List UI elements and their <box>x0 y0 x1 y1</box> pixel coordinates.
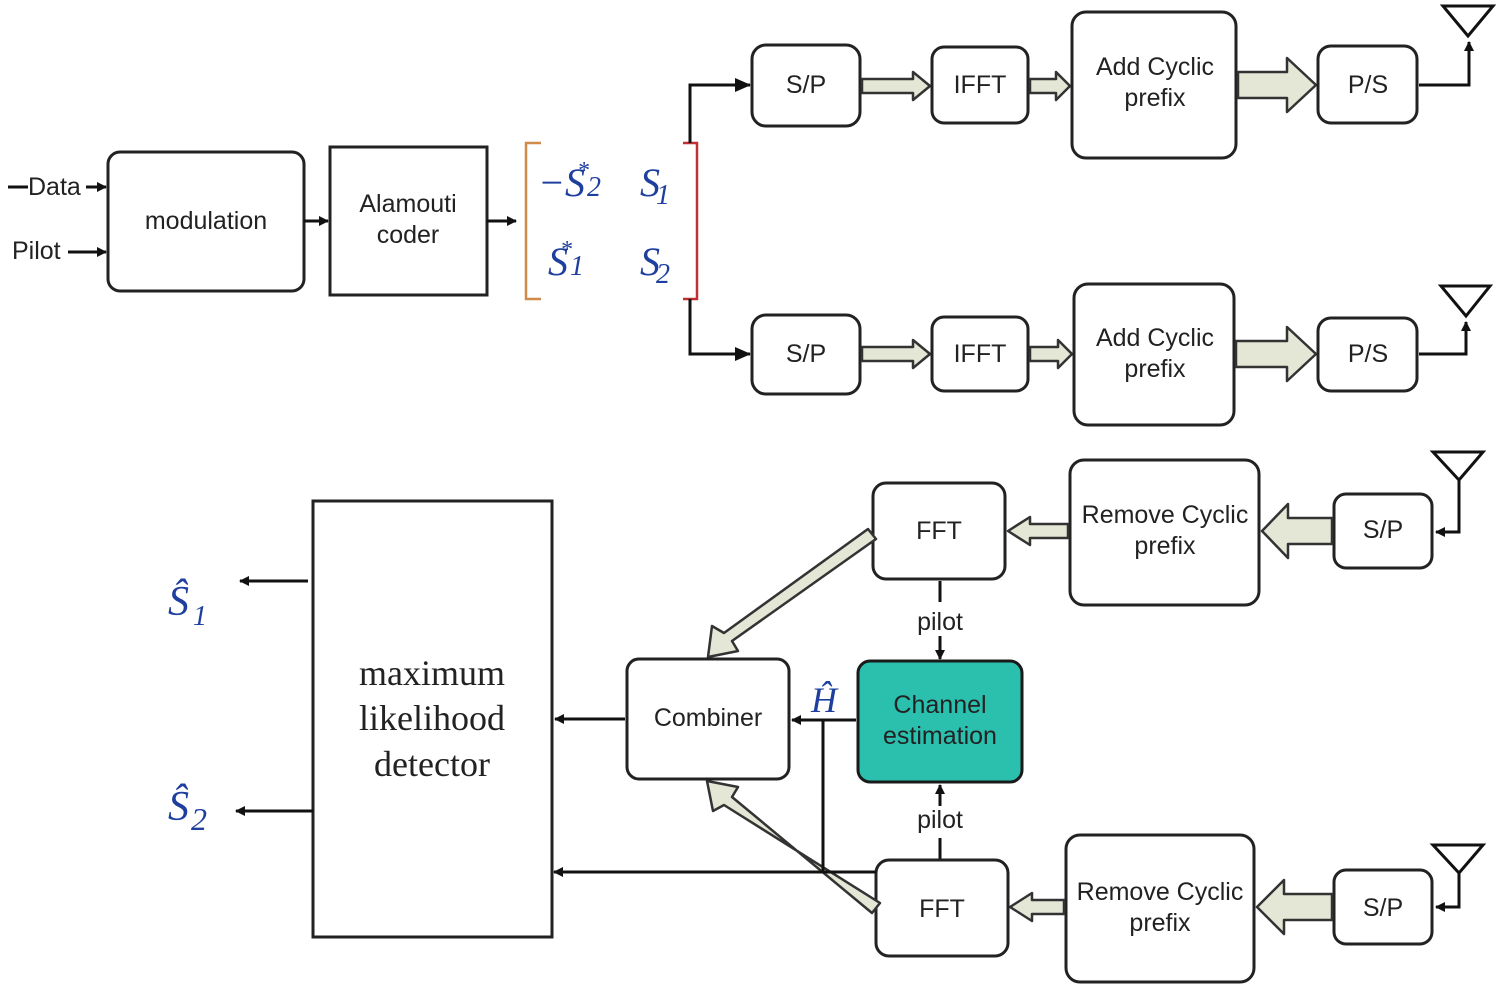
tx2-antenna-icon <box>1437 284 1494 319</box>
rx2-antenna-wire <box>1435 873 1461 912</box>
tx2-sp-block <box>750 313 862 396</box>
tx2-ifft-block <box>930 315 1030 393</box>
tx1-cp-to-ps-arrow <box>1236 56 1318 114</box>
alamouti-label-line2: coder <box>377 221 440 249</box>
matrix-entry-r2c2: S2 <box>640 239 670 290</box>
rx1-fft-label: FFT <box>916 517 962 545</box>
rx2-remove-cp-label-line1: Remove Cyclic <box>1077 878 1244 906</box>
rx1-remove-cp-block <box>1068 458 1261 607</box>
rx1-antenna-icon <box>1429 450 1487 483</box>
matrix-entry-r1c1: −S*2 <box>538 158 601 205</box>
rx1-fft-block <box>871 481 1007 581</box>
rx1-sp-to-cp-arrow <box>1260 502 1334 560</box>
tx2-cp-to-ps-arrow <box>1234 325 1318 383</box>
matrix-left-bracket <box>524 141 541 301</box>
combiner-label: Combiner <box>654 704 762 732</box>
modulation-label: modulation <box>145 207 267 235</box>
tx1-sp-label: S/P <box>786 71 826 99</box>
rx2-sp-block <box>1332 868 1434 946</box>
tx2-add-cp-label-line1: Add Cyclic <box>1096 324 1214 352</box>
ml-detector-label-line2: likelihood <box>359 698 505 738</box>
tx2-sp-to-ifft-arrow <box>860 338 932 370</box>
rx2-fft-to-combiner-arrow <box>705 779 882 915</box>
matrix-entry-r2c1: S*1 <box>548 237 584 284</box>
channel-estimation-block <box>856 659 1024 784</box>
tx1-add-cp-label-line1: Add Cyclic <box>1096 53 1214 81</box>
ml-detector-label-line1: maximum <box>359 653 505 693</box>
tx2-add-cp-label-line2: prefix <box>1124 355 1186 383</box>
split-to-upper-branch <box>688 78 751 143</box>
tx1-ps-label: P/S <box>1348 71 1388 99</box>
rx1-remove-cp-label-line2: prefix <box>1134 532 1196 560</box>
pilot-input-label: Pilot <box>12 237 61 265</box>
tx2-ifft-to-cp-arrow <box>1028 338 1074 370</box>
h-hat-label: Ĥ <box>810 680 839 720</box>
tx1-ifft-label: IFFT <box>954 71 1007 99</box>
channel-estimation-label-line1: Channel <box>893 691 986 719</box>
rx2-sp-label: S/P <box>1363 894 1403 922</box>
rx2-pilot-label: pilot <box>917 806 963 834</box>
rx1-remove-cp-label-line1: Remove Cyclic <box>1082 501 1249 529</box>
rx2-sp-to-cp-arrow <box>1255 878 1334 936</box>
alamouti-coder-block <box>328 145 489 297</box>
tx1-ifft-block <box>930 45 1030 125</box>
rx1-antenna-wire <box>1435 480 1461 537</box>
tx2-ps-label: P/S <box>1348 340 1388 368</box>
rx2-remove-cp-block <box>1064 833 1256 984</box>
rx2-fft-label: FFT <box>919 895 965 923</box>
rx1-cp-to-fft-arrow <box>1006 515 1070 547</box>
tx1-sp-block <box>750 43 862 128</box>
tx1-add-cp-block <box>1070 10 1238 160</box>
rx1-sp-block <box>1332 492 1434 570</box>
rx1-pilot-label: pilot <box>917 608 963 636</box>
channel-estimation-label-line2: estimation <box>883 722 997 750</box>
matrix-entry-r1c2: S1 <box>640 160 670 211</box>
tx2-ifft-label: IFFT <box>954 340 1007 368</box>
ml-detector-block <box>311 499 554 939</box>
ml-detector-label-line3: detector <box>374 744 490 784</box>
tx2-ps-block <box>1316 316 1419 393</box>
tx1-sp-to-ifft-arrow <box>860 70 932 102</box>
rx2-antenna-icon <box>1429 843 1487 876</box>
tx1-ps-block <box>1316 44 1419 125</box>
combiner-block <box>625 657 791 781</box>
tx2-sp-label: S/P <box>786 340 826 368</box>
tx1-antenna-icon <box>1439 4 1497 39</box>
rx1-fft-to-combiner-arrow <box>706 527 878 659</box>
data-input-label: Data <box>28 173 81 201</box>
tx1-to-antenna-wire <box>1419 41 1474 87</box>
tx2-add-cp-block <box>1072 282 1236 427</box>
s2-hat-label: Ŝ2 <box>168 783 207 837</box>
rx2-cp-to-fft-arrow <box>1008 891 1066 923</box>
rx2-remove-cp-label-line2: prefix <box>1129 909 1191 937</box>
tx1-add-cp-label-line2: prefix <box>1124 84 1186 112</box>
matrix-right-bracket <box>683 141 699 301</box>
tx2-to-antenna-wire <box>1419 321 1471 356</box>
alamouti-label-line1: Alamouti <box>359 190 456 218</box>
split-to-lower-branch <box>688 299 751 361</box>
rx1-sp-label: S/P <box>1363 516 1403 544</box>
tx1-ifft-to-cp-arrow <box>1028 70 1072 102</box>
